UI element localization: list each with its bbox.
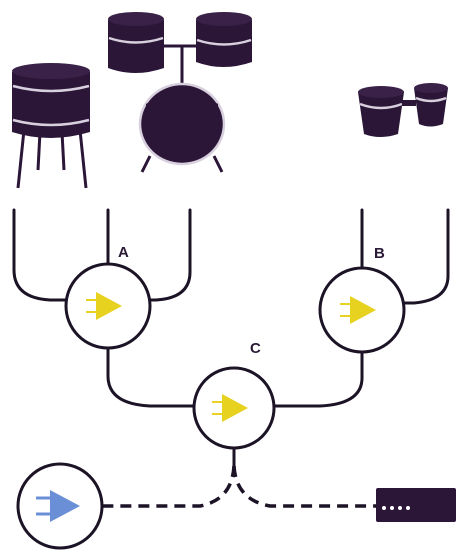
label-b: B [374, 245, 385, 262]
label-a: A [118, 244, 129, 261]
amplifier-icon [36, 490, 80, 522]
drum-kit-icon [108, 12, 252, 173]
output-device-icon [376, 488, 456, 522]
amplifier-icon [86, 292, 122, 320]
snare-drum-icon [12, 63, 90, 189]
mixer-node-b [318, 266, 406, 354]
wires [12, 208, 450, 468]
amplifier-icon [340, 296, 376, 324]
label-c: C [250, 340, 261, 357]
mixer-node-a [64, 262, 152, 350]
amplifier-icon [212, 394, 248, 422]
mixer-node-c [192, 366, 276, 450]
bongos-icon [358, 83, 448, 137]
output-amplifier-node [16, 462, 104, 550]
output-wires [100, 465, 376, 508]
